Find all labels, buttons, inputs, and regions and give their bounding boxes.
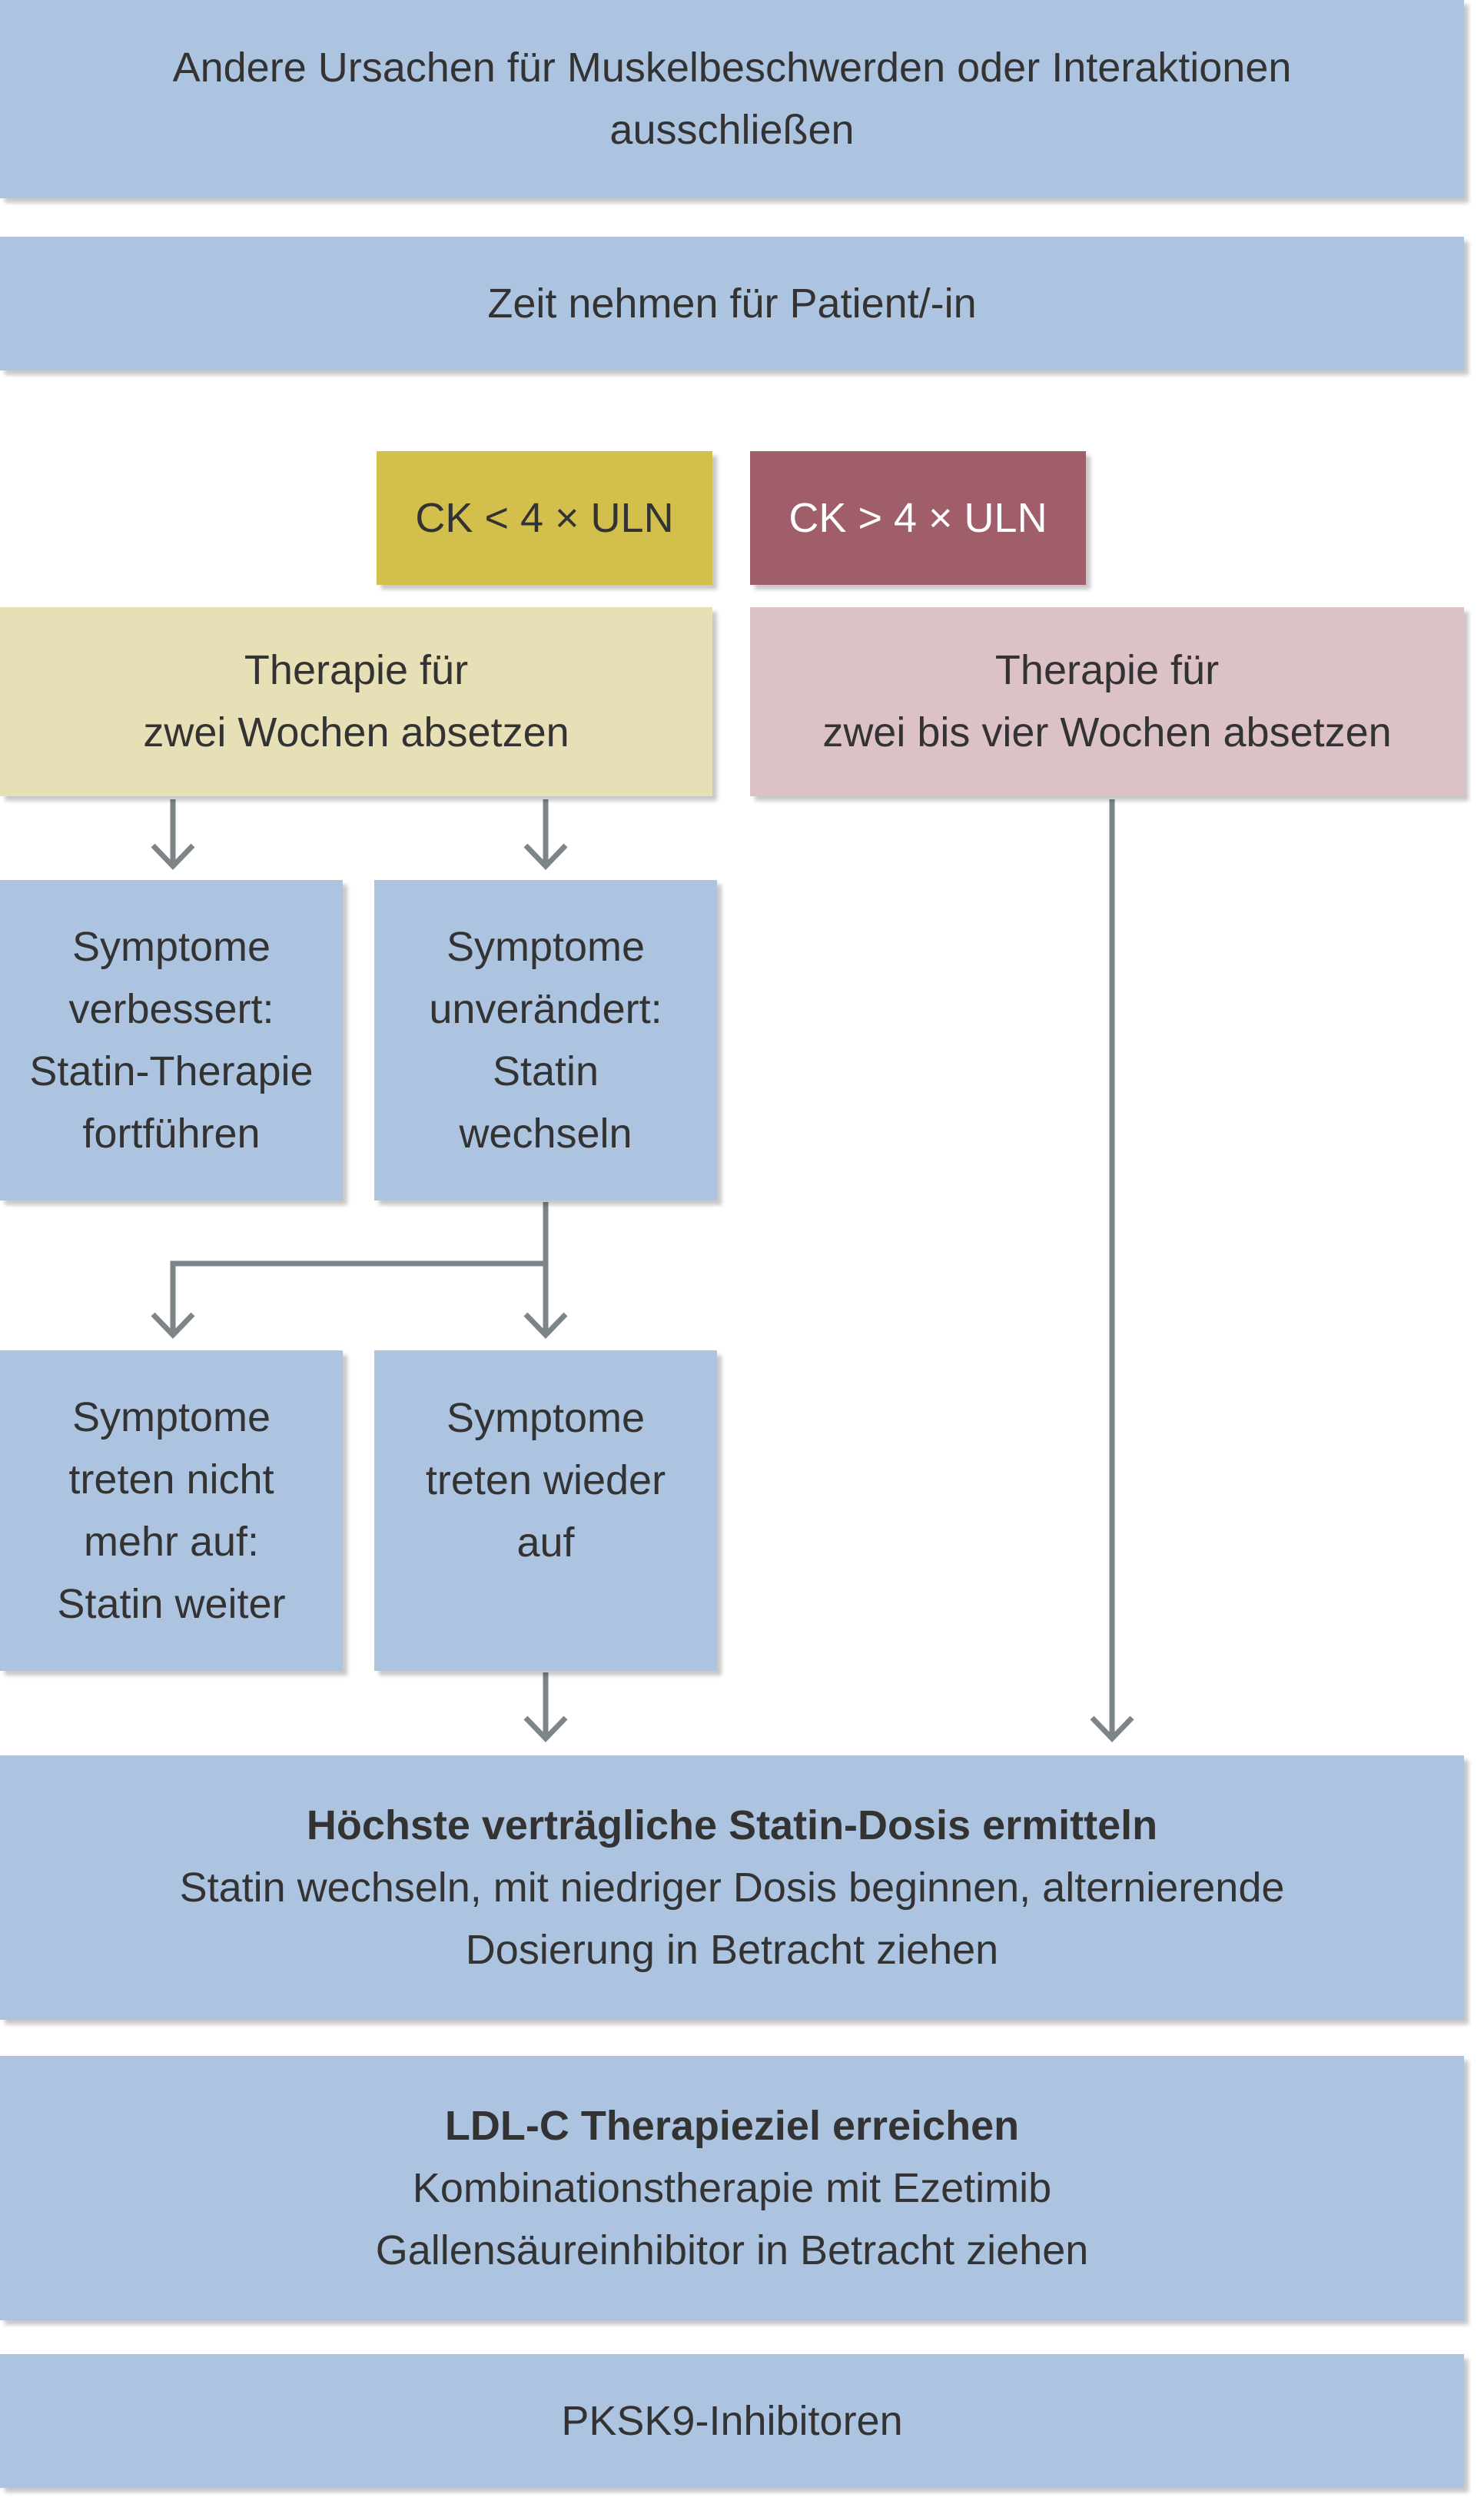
- symptoms-no-recur-line3: mehr auf:: [83, 1518, 260, 1565]
- symptoms-unchanged-line1: Symptome: [446, 923, 646, 970]
- ck-high-header: CK > 4 × ULN: [750, 451, 1086, 585]
- symptoms-improved-line3: Statin-Therapie: [29, 1048, 314, 1094]
- take-time-line1: Zeit nehmen für Patient/-in: [487, 280, 977, 327]
- symptoms-unchanged-line3: Statin: [492, 1048, 599, 1094]
- max-dose-line1: Statin wechseln, mit niedriger Dosis beg…: [179, 1864, 1285, 1911]
- pause-two-four-weeks-line1: Therapie für: [994, 647, 1220, 693]
- ldl-goal-line2: Gallensäureinhibitor in Betracht ziehen: [375, 2227, 1089, 2273]
- pcsk9-line1: PKSK9-Inhibitoren: [561, 2397, 903, 2444]
- symptoms-recur-line2: treten wieder: [425, 1457, 666, 1503]
- ldl-goal-title: LDL-C Therapieziel erreichen: [444, 2102, 1020, 2149]
- symptoms-no-recur-box: Symptome treten nicht mehr auf: Statin w…: [0, 1350, 343, 1671]
- pcsk9-box: PKSK9-Inhibitoren: [0, 2354, 1464, 2488]
- take-time-box: Zeit nehmen für Patient/-in: [0, 237, 1464, 370]
- pause-two-four-weeks-line2: zwei bis vier Wochen absetzen: [822, 709, 1392, 756]
- arrow-unchanged-split: [151, 1202, 568, 1340]
- symptoms-unchanged-box: Symptome unverändert: Statin wechseln: [374, 880, 717, 1201]
- symptoms-recur-box: Symptome treten wieder auf: [374, 1350, 717, 1671]
- symptoms-improved-line2: verbessert:: [68, 985, 274, 1032]
- symptoms-improved-box: Symptome verbessert: Statin-Therapie for…: [0, 880, 343, 1201]
- pause-two-weeks-line2: zwei Wochen absetzen: [143, 709, 569, 756]
- pause-two-four-weeks-box: Therapie für zwei bis vier Wochen absetz…: [750, 607, 1464, 796]
- ldl-goal-box: LDL-C Therapieziel erreichen Kombination…: [0, 2056, 1464, 2320]
- symptoms-recur-line1: Symptome: [446, 1395, 646, 1441]
- symptoms-improved-line1: Symptome: [71, 923, 271, 970]
- arrow-recur-to-max-dose: [523, 1672, 568, 1743]
- exclude-causes-line2: ausschließen: [609, 107, 855, 153]
- symptoms-recur-line3: auf: [516, 1519, 575, 1566]
- pause-two-weeks-box: Therapie für zwei Wochen absetzen: [0, 607, 712, 796]
- symptoms-no-recur-line1: Symptome: [71, 1393, 271, 1440]
- symptoms-unchanged-line2: unverändert:: [429, 985, 662, 1032]
- ck-high-label: CK > 4 × ULN: [788, 494, 1047, 541]
- symptoms-no-recur-line2: treten nicht: [68, 1456, 274, 1503]
- ck-low-header: CK < 4 × ULN: [377, 451, 712, 585]
- arrow-pause-to-unchanged: [523, 799, 568, 871]
- exclude-causes-line1: Andere Ursachen für Muskelbeschwerden od…: [172, 45, 1292, 91]
- arrow-pause-long-to-max-dose: [1090, 799, 1134, 1743]
- ck-low-label: CK < 4 × ULN: [415, 494, 674, 541]
- max-dose-line2: Dosierung in Betracht ziehen: [465, 1926, 999, 1973]
- ldl-goal-line1: Kombinationstherapie mit Ezetimib: [412, 2164, 1052, 2211]
- max-dose-box: Höchste verträgliche Statin-Dosis ermitt…: [0, 1755, 1464, 2020]
- symptoms-no-recur-line4: Statin weiter: [57, 1580, 286, 1627]
- symptoms-unchanged-line4: wechseln: [459, 1110, 632, 1157]
- symptoms-improved-line4: fortführen: [82, 1110, 261, 1157]
- arrow-pause-to-improved: [151, 799, 195, 871]
- exclude-causes-box: Andere Ursachen für Muskelbeschwerden od…: [0, 0, 1464, 198]
- pause-two-weeks-line1: Therapie für: [244, 647, 469, 693]
- max-dose-title: Höchste verträgliche Statin-Dosis ermitt…: [306, 1802, 1158, 1848]
